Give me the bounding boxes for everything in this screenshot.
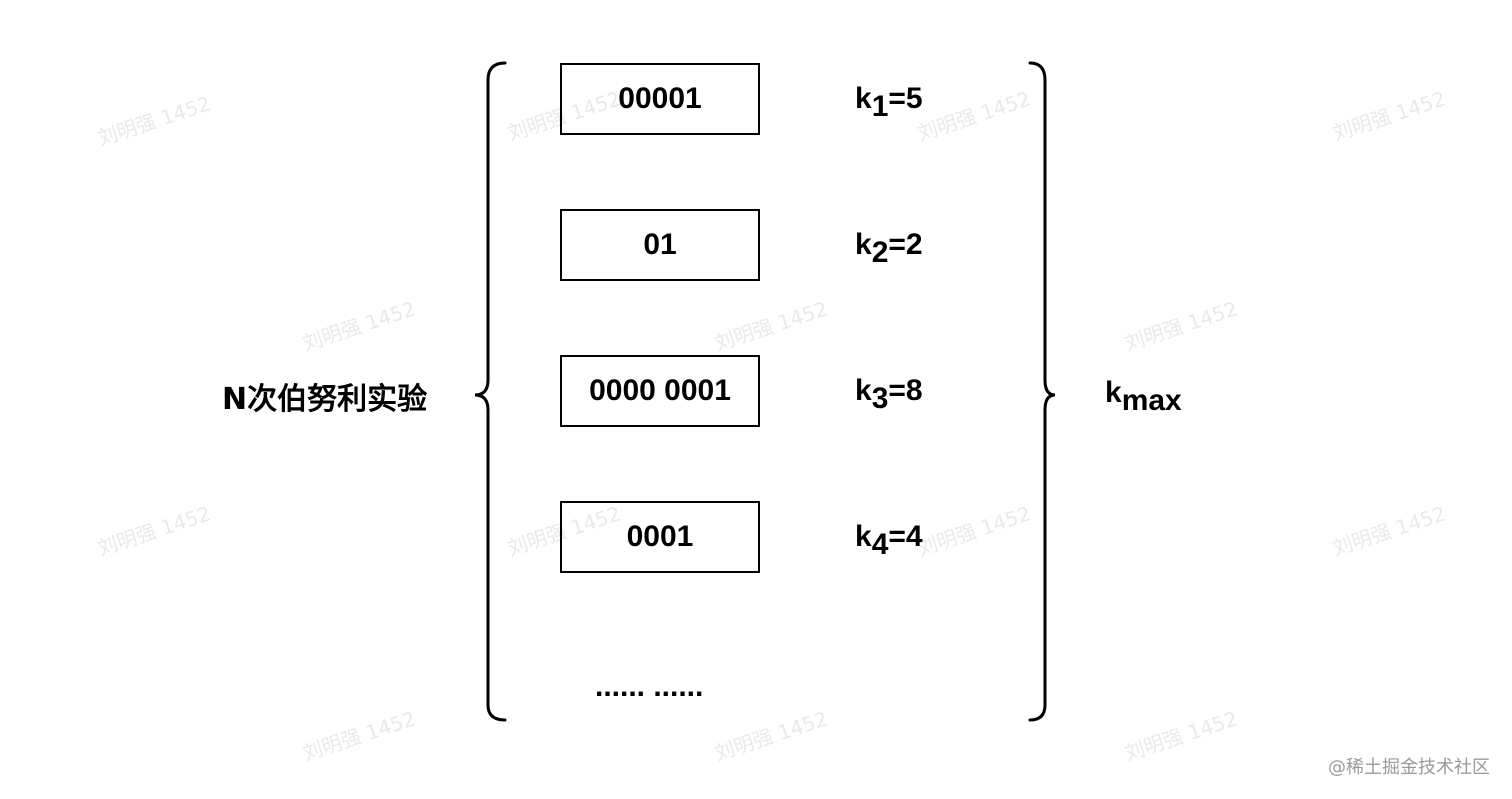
bit-sequence-box: 0001 (560, 501, 760, 573)
left-curly-brace (474, 61, 507, 722)
k-label-2: k2=2 (855, 228, 923, 269)
bit-sequence-text: 0000 0001 (589, 374, 731, 407)
k-label-4: k4=4 (855, 520, 923, 561)
k-label-3: k3=8 (855, 374, 923, 415)
bit-sequence-box: 0000 0001 (560, 355, 760, 427)
experiment-label: N次伯努利实验 (222, 382, 428, 417)
site-credit: @稀土掘金技术社区 (1328, 757, 1490, 778)
bit-sequence-text: 00001 (618, 82, 702, 115)
k-max-label: kmax (1105, 376, 1182, 417)
bit-sequence-text: 01 (643, 228, 677, 261)
ellipsis: ...... ...... (595, 670, 704, 703)
bit-sequence-box: 01 (560, 209, 760, 281)
k-label-1: k1=5 (855, 82, 923, 123)
right-curly-brace (1028, 61, 1056, 722)
bit-sequence-box: 00001 (560, 63, 760, 135)
bit-sequence-text: 0001 (626, 520, 694, 553)
